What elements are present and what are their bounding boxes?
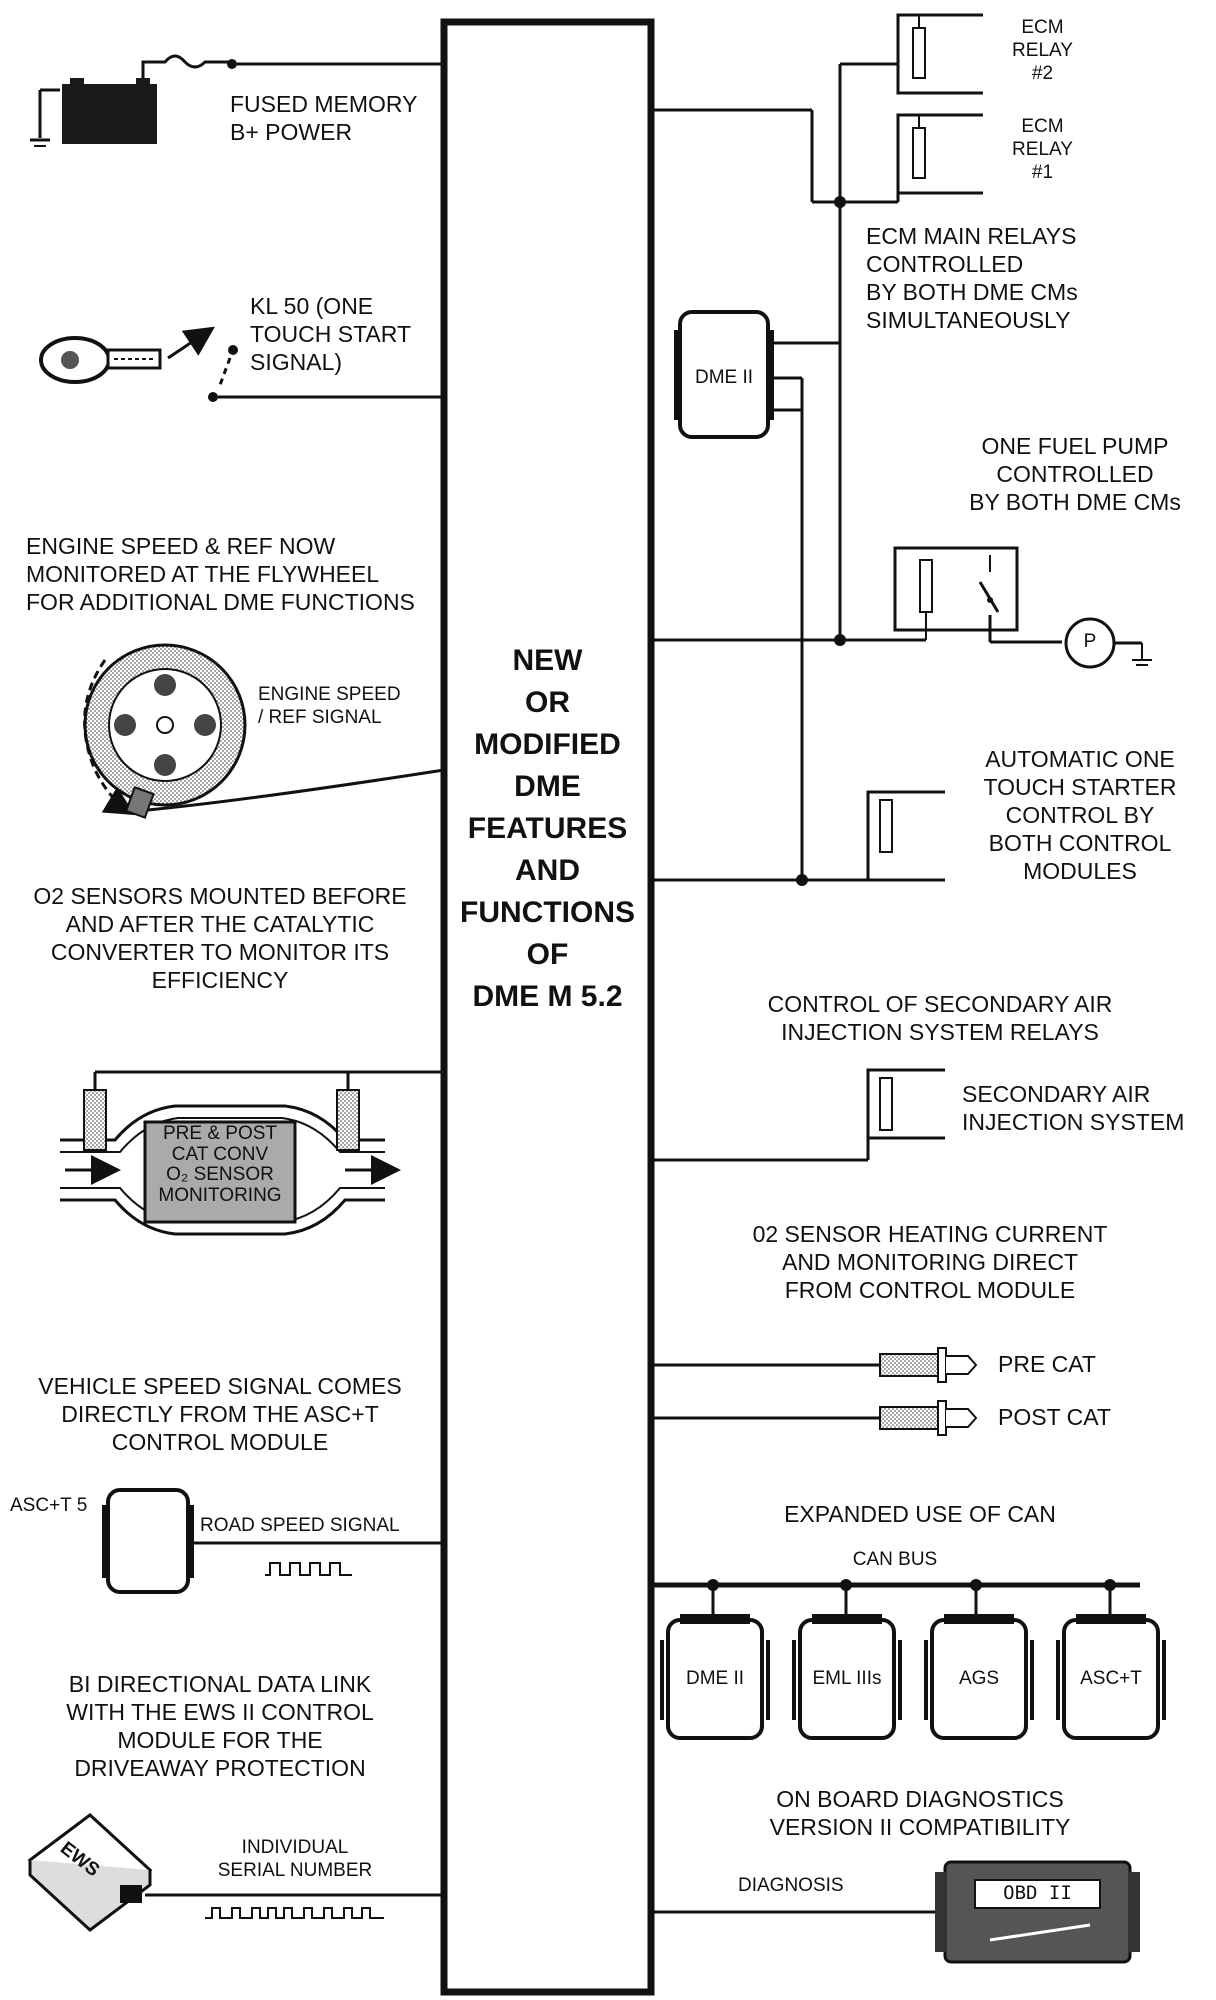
obd-title: ON BOARD DIAGNOSTICS VERSION II COMPATIB… [769,1786,1071,1841]
starter-label: AUTOMATIC ONE TOUCH STARTER CONTROL BY B… [983,746,1177,885]
secondary-air-title: CONTROL OF SECONDARY AIR INJECTION SYSTE… [767,991,1113,1046]
starter-relay-icon [866,790,945,882]
can-bus-label: CAN BUS [852,1549,938,1570]
diagnosis-label: DIAGNOSIS [738,1875,844,1896]
fused-power-label: FUSED MEMORY B+ POWER [230,91,418,146]
asc-label: ASC+T 5 [10,1495,88,1516]
pre-cat-label: PRE CAT [998,1351,1096,1377]
engine-speed-signal-label: ENGINE SPEED / REF SIGNAL [258,684,401,729]
post-cat-label: POST CAT [998,1404,1111,1430]
obd-screen-label: OBD II [1003,1882,1072,1904]
engine-speed-label: ENGINE SPEED & REF NOW MONITORED AT THE … [26,533,415,616]
obd-connector-icon [935,1860,1140,1964]
can-module-label: ASC+T [1080,1668,1142,1689]
ecm-relay-2-icon [895,13,983,95]
center-line: OR [525,686,570,719]
pre-cat-sensor-icon [651,1347,978,1383]
can-module-boxes [660,1614,1166,1740]
fuel-pump-icon [1064,617,1152,669]
dme-ii-module-icon [674,310,774,439]
serial-label: INDIVIDUAL SERIAL NUMBER [217,1837,373,1882]
main-relays-label: ECM MAIN RELAYS CONTROLLED BY BOTH DME C… [866,223,1078,334]
can-module-label: DME II [685,1668,745,1689]
center-line: MODIFIED [474,728,621,761]
can-title: EXPANDED USE OF CAN [784,1501,1056,1527]
secondary-air-relay-icon [866,1068,945,1140]
ews-module-icon [27,1813,444,1932]
center-line: NEW [512,644,583,677]
key-icon [39,326,215,384]
pump-symbol: P [1083,631,1097,652]
secondary-air-system-label: SECONDARY AIR INJECTION SYSTEM [962,1081,1185,1136]
center-line: DME [514,770,581,803]
fuel-pump-relay-icon [893,546,1019,632]
fuel-pump-label: ONE FUEL PUMP CONTROLLED BY BOTH DME CMs [969,433,1181,516]
asc-module-icon [102,1488,444,1594]
start-switch-icon [208,345,238,402]
battery-icon [30,54,237,147]
kl50-label: KL 50 (ONE TOUCH START SIGNAL) [250,293,412,376]
center-line: AND [515,854,580,887]
can-bus-line [651,1579,1140,1620]
dme2-label: DME II [694,367,754,388]
center-line: FUNCTIONS [460,896,635,929]
can-module-label: AGS [958,1668,1000,1689]
bi-directional-label: BI DIRECTIONAL DATA LINK WITH THE EWS II… [66,1671,374,1782]
center-title: NEW OR MODIFIED DME FEATURES AND FUNCTIO… [450,640,645,1018]
o2-heating-label: 02 SENSOR HEATING CURRENT AND MONITORING… [752,1221,1108,1304]
center-line: DME M 5.2 [472,980,623,1013]
cat-box-label: PRE & POST CAT CONV O₂ SENSOR MONITORING [158,1123,282,1206]
o2-sensors-label: O2 SENSORS MOUNTED BEFORE AND AFTER THE … [33,883,407,994]
dme-m52-box [440,18,655,1996]
road-speed-label: ROAD SPEED SIGNAL [200,1515,400,1536]
relay2-label: ECM RELAY #2 [1012,17,1073,85]
catalytic-converter-icon [60,1070,444,1236]
vehicle-speed-label: VEHICLE SPEED SIGNAL COMES DIRECTLY FROM… [38,1373,402,1456]
can-module-label: EML IIIs [812,1668,882,1689]
center-line: FEATURES [467,812,628,845]
relay1-label: ECM RELAY #1 [1012,116,1073,184]
ecm-relay-1-icon [896,113,983,195]
center-line: OF [526,938,569,971]
post-cat-sensor-icon [651,1400,978,1436]
flywheel-icon [83,643,445,819]
